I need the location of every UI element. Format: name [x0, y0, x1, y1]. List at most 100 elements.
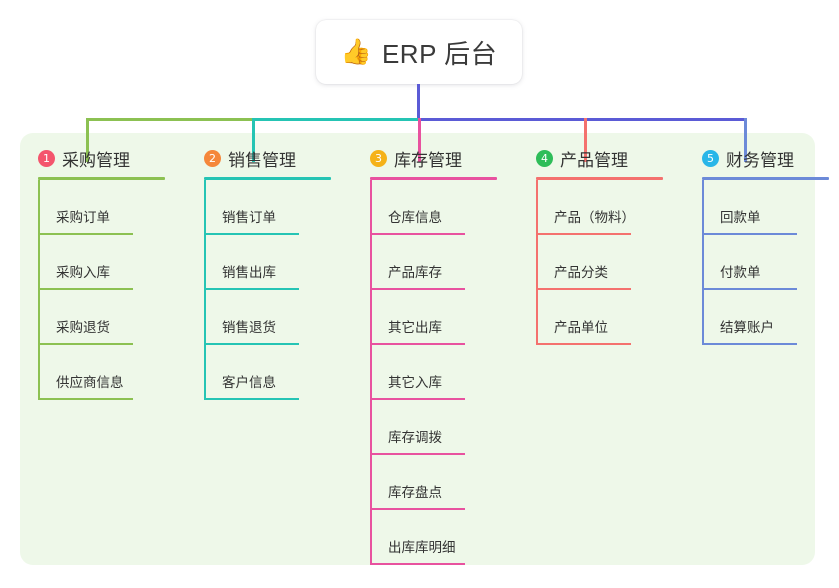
column-spine-2	[204, 180, 206, 400]
column-title-2: 销售管理	[228, 150, 296, 170]
leaf-item-label: 回款单	[720, 210, 761, 225]
green-segment	[87, 118, 253, 121]
leaf-item-rule	[370, 343, 465, 345]
leaf-item-rule	[204, 288, 299, 290]
drop-col-5	[744, 118, 747, 162]
leaf-item-rule	[536, 288, 631, 290]
column-header-rule-1	[38, 177, 165, 180]
column-spine-5	[702, 180, 704, 345]
leaf-item-label: 产品单位	[554, 320, 608, 335]
leaf-item-rule	[38, 343, 133, 345]
leaf-item-rule	[370, 563, 465, 565]
leaf-item-label: 采购退货	[56, 320, 110, 335]
leaf-item[interactable]: 仓库信息	[352, 180, 497, 235]
leaf-item[interactable]: 采购入库	[20, 235, 165, 290]
leaf-item[interactable]: 付款单	[684, 235, 829, 290]
column-4: 4 产品管理产品（物料） 产品分类产品单位	[518, 145, 663, 345]
leaf-item[interactable]: 销售出库	[186, 235, 331, 290]
leaf-item-label: 仓库信息	[388, 210, 442, 225]
column-header-1[interactable]: 1 采购管理	[20, 145, 165, 171]
leaf-item-label: 采购入库	[56, 265, 110, 280]
leaf-item-label: 产品（物料）	[554, 210, 635, 225]
column-badge-4: 4	[536, 149, 553, 167]
leaf-item-rule	[536, 343, 631, 345]
teal-segment	[253, 118, 419, 121]
column-spine-1	[38, 180, 40, 400]
column-badge-1: 1	[38, 149, 55, 167]
column-header-rule-4	[536, 177, 663, 180]
column-header-rule-3	[370, 177, 497, 180]
leaf-item[interactable]: 其它出库	[352, 290, 497, 345]
root-stem-connector	[417, 84, 420, 121]
column-1: 1 采购管理采购订单采购入库采购退货供应商信息	[20, 145, 165, 400]
column-header-4[interactable]: 4 产品管理	[518, 145, 663, 171]
leaf-item-label: 付款单	[720, 265, 761, 280]
column-spine-3	[370, 180, 372, 565]
leaf-item[interactable]: 库存盘点	[352, 455, 497, 510]
leaf-item[interactable]: 产品单位	[518, 290, 663, 345]
leaf-item-rule	[370, 288, 465, 290]
leaf-item-rule	[204, 233, 299, 235]
leaf-item-rule	[204, 398, 299, 400]
column-header-rule-5	[702, 177, 829, 180]
leaf-item[interactable]: 结算账户	[684, 290, 829, 345]
leaf-item-label: 结算账户	[720, 320, 774, 335]
leaf-item[interactable]: 产品（物料）	[518, 180, 663, 235]
leaf-item[interactable]: 其它入库	[352, 345, 497, 400]
leaf-item[interactable]: 库存调拨	[352, 400, 497, 455]
leaf-list-1: 采购订单采购入库采购退货供应商信息	[20, 180, 165, 400]
leaf-item-rule	[702, 233, 797, 235]
blue-segment	[419, 118, 745, 121]
column-badge-5: 5	[702, 149, 719, 167]
root-node[interactable]: 👍 ERP 后台	[316, 20, 522, 84]
leaf-list-2: 销售订单销售出库销售退货客户信息	[186, 180, 331, 400]
root-node-label: ERP 后台	[381, 38, 498, 69]
leaf-item[interactable]: 产品库存	[352, 235, 497, 290]
column-header-2[interactable]: 2 销售管理	[186, 145, 331, 171]
leaf-item[interactable]: 采购退货	[20, 290, 165, 345]
leaf-item[interactable]: 出库库明细	[352, 510, 497, 565]
column-2: 2 销售管理销售订单销售出库销售退货客户信息	[186, 145, 331, 400]
leaf-item-rule	[204, 343, 299, 345]
leaf-item[interactable]: 销售订单	[186, 180, 331, 235]
leaf-item-label: 产品库存	[388, 265, 442, 280]
column-title-4: 产品管理	[560, 150, 628, 170]
leaf-item-label: 销售退货	[222, 320, 276, 335]
leaf-item[interactable]: 销售退货	[186, 290, 331, 345]
leaf-item-label: 销售订单	[222, 210, 276, 225]
leaf-list-4: 产品（物料） 产品分类产品单位	[518, 180, 663, 345]
leaf-item[interactable]: 产品分类	[518, 235, 663, 290]
leaf-item-label: 出库库明细	[388, 540, 456, 555]
column-header-rule-2	[204, 177, 331, 180]
leaf-item[interactable]: 客户信息	[186, 345, 331, 400]
leaf-item-rule	[38, 233, 133, 235]
column-badge-2: 2	[204, 149, 221, 167]
column-title-1: 采购管理	[62, 150, 130, 170]
leaf-item-rule	[702, 288, 797, 290]
content-panel	[20, 133, 815, 565]
leaf-list-5: 回款单付款单结算账户	[684, 180, 829, 345]
leaf-item-rule	[38, 398, 133, 400]
leaf-item-label: 库存盘点	[388, 485, 442, 500]
drop-col-4	[584, 118, 587, 162]
drop-col-2	[252, 118, 255, 162]
leaf-item-rule	[702, 343, 797, 345]
leaf-item[interactable]: 回款单	[684, 180, 829, 235]
leaf-item[interactable]: 采购订单	[20, 180, 165, 235]
leaf-item-rule	[370, 508, 465, 510]
leaf-item-label: 销售出库	[222, 265, 276, 280]
column-spine-4	[536, 180, 538, 345]
thumbs-up-icon: 👍	[340, 37, 372, 66]
leaf-item-rule	[370, 453, 465, 455]
leaf-item[interactable]: 供应商信息	[20, 345, 165, 400]
leaf-item-rule	[536, 233, 631, 235]
leaf-item-rule	[38, 288, 133, 290]
leaf-item-label: 其它入库	[388, 375, 442, 390]
leaf-item-rule	[370, 398, 465, 400]
drop-col-3	[418, 118, 421, 162]
